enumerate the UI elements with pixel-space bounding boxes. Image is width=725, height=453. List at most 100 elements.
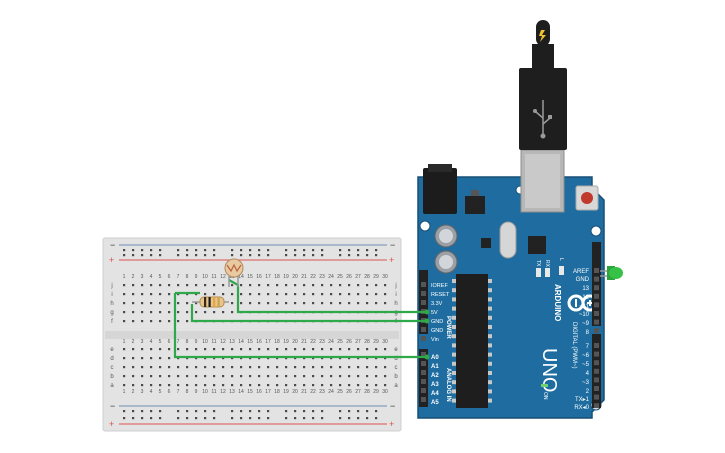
breadboard-hole[interactable]	[204, 366, 207, 369]
rail-hole[interactable]	[186, 254, 189, 257]
breadboard-hole[interactable]	[258, 302, 261, 305]
breadboard-hole[interactable]	[132, 284, 135, 287]
header-pin[interactable]	[594, 319, 599, 325]
breadboard-hole[interactable]	[375, 302, 378, 305]
breadboard-hole[interactable]	[168, 284, 171, 287]
rail-hole[interactable]	[294, 417, 297, 420]
breadboard-hole[interactable]	[150, 366, 153, 369]
rail-hole[interactable]	[366, 410, 369, 413]
breadboard-hole[interactable]	[195, 348, 198, 351]
breadboard-hole[interactable]	[123, 320, 126, 323]
rail-hole[interactable]	[321, 410, 324, 413]
breadboard-hole[interactable]	[159, 320, 162, 323]
breadboard-hole[interactable]	[177, 302, 180, 305]
rail-hole[interactable]	[267, 254, 270, 257]
rail-hole[interactable]	[357, 249, 360, 252]
breadboard-hole[interactable]	[366, 302, 369, 305]
breadboard-hole[interactable]	[294, 284, 297, 287]
header-pin[interactable]	[594, 394, 599, 400]
header-pin[interactable]	[594, 343, 599, 348]
breadboard-hole[interactable]	[186, 302, 189, 305]
breadboard-hole[interactable]	[123, 384, 126, 387]
rail-hole[interactable]	[303, 417, 306, 420]
rail-hole[interactable]	[303, 410, 306, 413]
breadboard-hole[interactable]	[186, 384, 189, 387]
breadboard-hole[interactable]	[240, 366, 243, 369]
breadboard-hole[interactable]	[258, 348, 261, 351]
breadboard-hole[interactable]	[231, 348, 234, 351]
rail-hole[interactable]	[231, 254, 234, 257]
breadboard-hole[interactable]	[339, 384, 342, 387]
breadboard-hole[interactable]	[330, 384, 333, 387]
breadboard-hole[interactable]	[276, 284, 279, 287]
breadboard-hole[interactable]	[294, 302, 297, 305]
rail-hole[interactable]	[213, 249, 216, 252]
header-pin[interactable]	[421, 336, 426, 341]
breadboard-hole[interactable]	[177, 284, 180, 287]
rail-hole[interactable]	[132, 249, 135, 252]
breadboard-hole[interactable]	[276, 302, 279, 305]
rail-hole[interactable]	[132, 417, 135, 420]
breadboard-hole[interactable]	[339, 302, 342, 305]
breadboard-hole[interactable]	[267, 302, 270, 305]
rail-hole[interactable]	[159, 417, 162, 420]
breadboard-hole[interactable]	[141, 284, 144, 287]
rail-hole[interactable]	[249, 254, 252, 257]
breadboard-hole[interactable]	[384, 384, 387, 387]
rail-hole[interactable]	[375, 249, 378, 252]
breadboard-hole[interactable]	[132, 357, 135, 360]
breadboard-hole[interactable]	[177, 375, 180, 378]
breadboard-hole[interactable]	[357, 348, 360, 351]
breadboard-hole[interactable]	[348, 384, 351, 387]
wire-5v[interactable]	[228, 279, 427, 314]
rail-hole[interactable]	[123, 254, 126, 257]
breadboard-hole[interactable]	[357, 302, 360, 305]
breadboard-hole[interactable]	[150, 375, 153, 378]
breadboard-hole[interactable]	[303, 384, 306, 387]
breadboard-hole[interactable]	[186, 366, 189, 369]
breadboard-hole[interactable]	[366, 293, 369, 296]
header-pin[interactable]	[421, 370, 426, 375]
rail-hole[interactable]	[150, 249, 153, 252]
header-pin[interactable]	[594, 386, 599, 391]
breadboard-hole[interactable]	[276, 348, 279, 351]
rail-hole[interactable]	[141, 249, 144, 252]
breadboard-hole[interactable]	[159, 302, 162, 305]
breadboard-hole[interactable]	[249, 366, 252, 369]
breadboard-hole[interactable]	[267, 366, 270, 369]
wire-gnd[interactable]	[190, 304, 427, 323]
breadboard-hole[interactable]	[222, 375, 225, 378]
rail-hole[interactable]	[375, 417, 378, 420]
rail-hole[interactable]	[195, 254, 198, 257]
breadboard-hole[interactable]	[312, 366, 315, 369]
breadboard-hole[interactable]	[321, 375, 324, 378]
breadboard-hole[interactable]	[204, 384, 207, 387]
breadboard-hole[interactable]	[294, 384, 297, 387]
breadboard-hole[interactable]	[258, 375, 261, 378]
breadboard-hole[interactable]	[195, 366, 198, 369]
green-led[interactable]	[600, 266, 623, 280]
breadboard-hole[interactable]	[357, 384, 360, 387]
breadboard-hole[interactable]	[141, 375, 144, 378]
breadboard-hole[interactable]	[240, 302, 243, 305]
rail-hole[interactable]	[231, 417, 234, 420]
rail-hole[interactable]	[285, 410, 288, 413]
breadboard-hole[interactable]	[195, 284, 198, 287]
reset-button-cap[interactable]	[581, 192, 593, 204]
breadboard-hole[interactable]	[186, 375, 189, 378]
wire-a0[interactable]	[173, 293, 427, 359]
breadboard-hole[interactable]	[159, 366, 162, 369]
breadboard-hole[interactable]	[222, 366, 225, 369]
breadboard-hole[interactable]	[285, 284, 288, 287]
breadboard-hole[interactable]	[348, 293, 351, 296]
header-pin[interactable]	[421, 388, 426, 393]
breadboard-hole[interactable]	[222, 293, 225, 296]
photoresistor[interactable]	[224, 258, 244, 287]
header-pin[interactable]	[594, 293, 599, 299]
rail-hole[interactable]	[366, 254, 369, 257]
breadboard-hole[interactable]	[168, 348, 171, 351]
breadboard-hole[interactable]	[276, 375, 279, 378]
breadboard-hole[interactable]	[159, 348, 162, 351]
breadboard-hole[interactable]	[159, 293, 162, 296]
breadboard-hole[interactable]	[141, 320, 144, 323]
